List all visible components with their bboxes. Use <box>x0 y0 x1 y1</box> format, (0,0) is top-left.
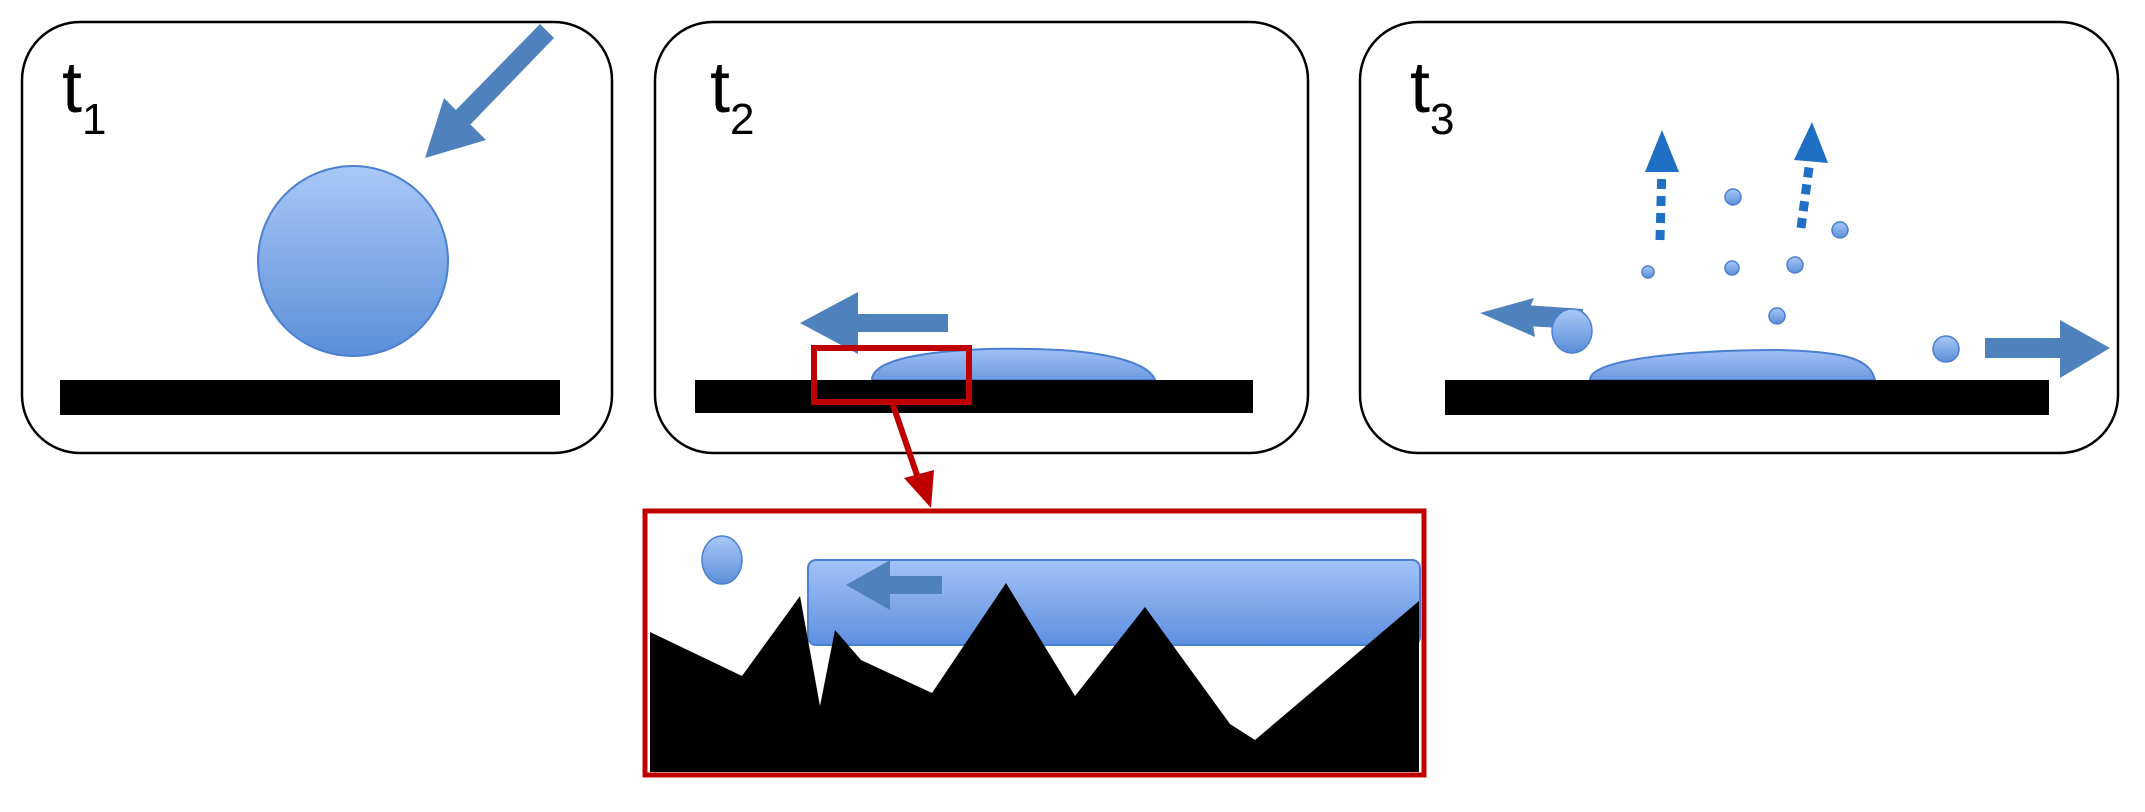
panel-t3-label: t3 <box>1410 48 1455 144</box>
surface-t2 <box>695 380 1253 413</box>
panel-t1-label: t1 <box>62 48 107 144</box>
residual-film <box>1588 348 1877 381</box>
spread-arrow-icon <box>800 292 948 354</box>
splash-right-arrow-icon <box>1985 320 2110 378</box>
panel-t1: t1 <box>20 20 614 455</box>
panel-t2-label: t2 <box>710 48 755 144</box>
vapor-arrows-icon <box>1645 122 1828 241</box>
secondary-droplets <box>1551 188 1960 363</box>
inset-flow-arrow-icon <box>846 560 942 610</box>
falling-droplet <box>257 165 449 357</box>
panel-t2: t2 <box>653 20 1310 508</box>
panel-t3: t3 <box>1358 20 2120 455</box>
spreading-film <box>870 347 1157 381</box>
rough-surface <box>650 583 1419 772</box>
zoom-inset <box>642 508 1427 778</box>
surface-t3 <box>1445 380 2049 415</box>
zoom-connector-arrow-icon <box>889 401 934 508</box>
inset-micro-droplet <box>701 535 743 585</box>
impact-arrow-icon <box>425 24 554 158</box>
panel-t3-frame <box>1358 20 2120 455</box>
zoom-region-box <box>811 345 972 405</box>
surface-t1 <box>60 380 560 415</box>
inset-film <box>807 559 1421 646</box>
